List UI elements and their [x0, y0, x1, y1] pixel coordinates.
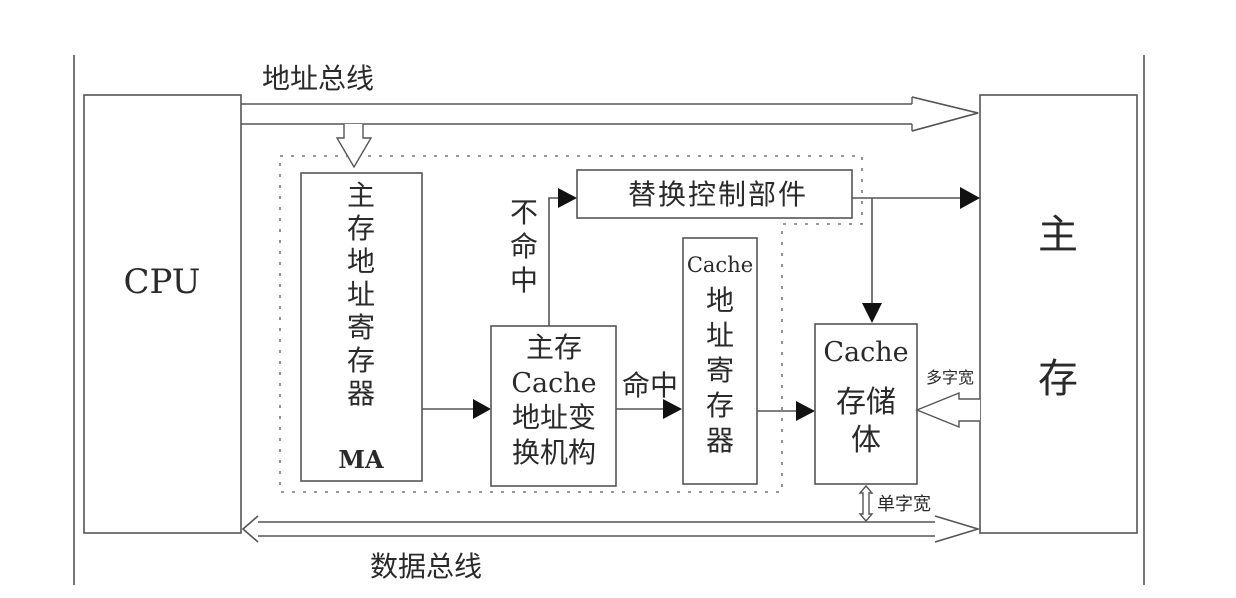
- cs-line: Cache: [823, 337, 908, 368]
- arrowhead: [558, 188, 577, 208]
- address-translation-label: 主存 Cache 地址变 换机构: [511, 331, 596, 469]
- miss-path-line: [548, 197, 560, 326]
- car-char: 寄: [706, 354, 734, 387]
- miss-label: 不 命 中: [510, 196, 538, 297]
- single-word-arrow: [858, 484, 874, 523]
- ma-char: 器: [347, 377, 375, 410]
- single-word-label: 单字宽: [877, 494, 931, 515]
- main-memory-label-2: 存: [1038, 356, 1078, 402]
- address-translation-block: [490, 325, 617, 487]
- ma-char: MA: [338, 445, 384, 474]
- ma-char: 址: [347, 278, 375, 311]
- ma-char: 存: [347, 212, 375, 245]
- address-bus-label: 地址总线: [262, 62, 374, 95]
- translation-line: 地址变: [512, 401, 596, 434]
- multi-word-arrow: [915, 391, 980, 429]
- car-char: 址: [706, 319, 734, 352]
- arrowhead: [796, 401, 815, 421]
- car-char: Cache: [687, 253, 753, 277]
- ma-char: 存: [347, 344, 375, 377]
- car-char: 器: [706, 424, 734, 457]
- replacement-control-block: [576, 169, 853, 219]
- miss-char: 命: [510, 230, 538, 263]
- address-bus-to-ma-arrow: [335, 124, 373, 169]
- cache-address-register-block: [682, 237, 758, 485]
- translation-line: 换机构: [512, 436, 596, 469]
- translation-line: Cache: [511, 368, 596, 399]
- arrowhead: [960, 187, 980, 209]
- arrowhead: [862, 303, 882, 323]
- miss-char: 中: [510, 264, 538, 297]
- main-memory-block: [979, 94, 1138, 534]
- cpu-label: CPU: [124, 262, 201, 302]
- cpu-block: [83, 94, 242, 534]
- hit-label: 命中: [622, 369, 678, 402]
- arrowhead: [473, 399, 491, 419]
- car-char: 存: [706, 389, 734, 422]
- ma-char: 地: [347, 245, 375, 278]
- arrowhead: [663, 399, 682, 419]
- replacement-control-label: 替换控制部件: [628, 178, 808, 211]
- cache-address-register-label: Cache 地 址 寄 存 器: [687, 253, 753, 457]
- cache-storage-label: Cache 存储 体: [823, 337, 908, 458]
- ma-register-label: 主 存 地 址 寄 存 器 MA: [338, 179, 384, 474]
- translation-line: 主存: [526, 331, 582, 364]
- data-bus-label: 数据总线: [370, 550, 482, 583]
- cs-line: 体: [851, 423, 881, 458]
- miss-char: 不: [510, 196, 538, 229]
- main-memory-label-1: 主: [1038, 212, 1078, 258]
- multi-word-label: 多字宽: [926, 368, 974, 387]
- ma-char: 寄: [347, 311, 375, 344]
- data-bus: [241, 515, 981, 543]
- address-bus: [241, 96, 979, 169]
- ma-char: 主: [347, 179, 375, 212]
- cache-storage-block: [814, 323, 918, 485]
- cs-line: 存储: [836, 385, 896, 420]
- ma-register-block: [300, 172, 423, 482]
- car-char: 地: [706, 284, 734, 317]
